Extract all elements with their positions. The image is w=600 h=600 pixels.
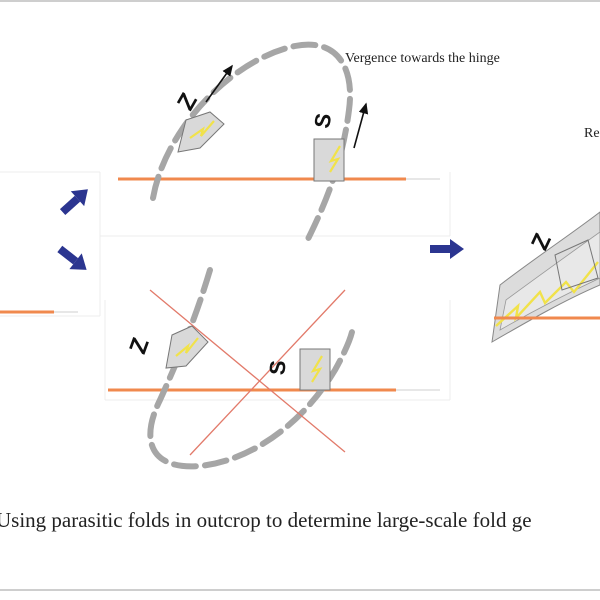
lightning-fold-icon (328, 145, 341, 173)
bottom-s-label: S (264, 359, 290, 376)
top-panel: Z S Vergence towards the hinge (118, 41, 500, 248)
right-z-label: Z (526, 230, 557, 255)
black-vergence-arrow-icon (353, 102, 369, 149)
blue-arrow-icon (430, 239, 464, 259)
bottom-panel: Z S (108, 267, 440, 470)
lightning-fold-icon (189, 120, 215, 139)
left-fold-label: S (0, 243, 5, 265)
panel-outlines (0, 171, 451, 401)
vergence-annotation: Vergence towards the hinge (345, 51, 500, 66)
right-panel: Z Re (491, 126, 600, 343)
cross-line-1 (149, 289, 346, 453)
lightning-fold-icon (175, 337, 199, 357)
figure-caption: Using parasitic folds in outcrop to dete… (0, 508, 532, 532)
top-s-fold (313, 138, 345, 182)
blue-arrow-icon (59, 189, 88, 216)
left-panel: S (0, 243, 78, 314)
cross-line-2 (189, 289, 346, 456)
bottom-s-fold (299, 348, 331, 391)
blue-arrow-icon (57, 245, 87, 270)
lightning-fold-icon (495, 261, 599, 327)
lightning-fold-icon (310, 355, 323, 383)
top-s-label: S (309, 111, 336, 130)
bottom-z-label: Z (124, 334, 154, 357)
bottom-z-fold (165, 325, 209, 369)
top-z-fold (177, 111, 225, 153)
right-z-fold-box (554, 239, 599, 291)
black-vergence-arrow-icon (205, 64, 233, 103)
right-partial-annotation: Re (584, 126, 600, 141)
